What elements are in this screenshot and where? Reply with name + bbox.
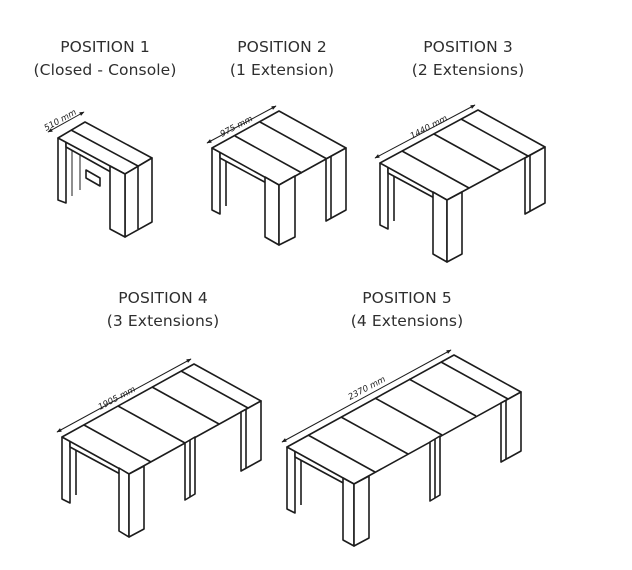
table-position-2: 975 mm <box>206 105 347 246</box>
position-3-title: POSITION 3 (2 Extensions) <box>388 36 548 82</box>
position-2-label: POSITION 2 <box>237 38 327 56</box>
position-2-subtitle: (1 Extension) <box>229 61 335 79</box>
table-position-5: 2370 mm <box>281 349 522 547</box>
position-5-label: POSITION 5 <box>362 289 452 307</box>
position-3-label: POSITION 3 <box>423 38 513 56</box>
position-4-label: POSITION 4 <box>118 289 208 307</box>
position-4-title: POSITION 4 (3 Extensions) <box>83 287 243 333</box>
table-position-3: 1440 mm <box>374 104 546 263</box>
position-1-title: POSITION 1 (Closed - Console) <box>20 36 190 82</box>
table-position-4: 1905 mm <box>56 358 262 538</box>
position-2-title: POSITION 2 (1 Extension) <box>202 36 362 82</box>
position-1-subtitle: (Closed - Console) <box>33 61 177 79</box>
position-1-label: POSITION 1 <box>60 38 150 56</box>
table-position-1: 510 mm <box>43 108 153 238</box>
position-3-subtitle: (2 Extensions) <box>411 61 525 79</box>
position-4-subtitle: (3 Extensions) <box>106 312 220 330</box>
position-5-title: POSITION 5 (4 Extensions) <box>327 287 487 333</box>
position-5-subtitle: (4 Extensions) <box>350 312 464 330</box>
